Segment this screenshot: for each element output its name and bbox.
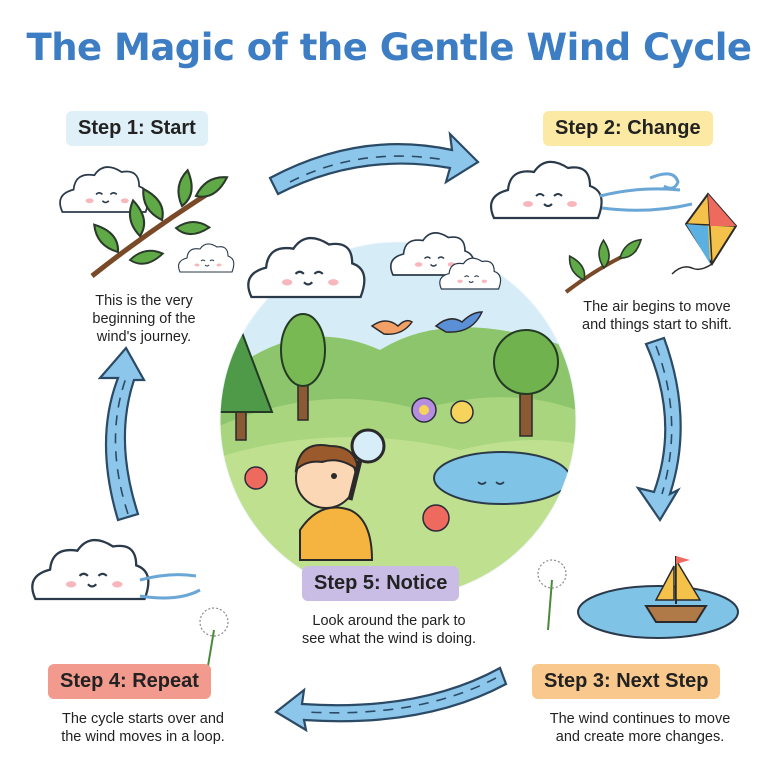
step-4-label: Step 4: Repeat [48,664,211,699]
kite-icon [671,192,738,275]
dandelion-icon [199,607,229,667]
leaf-branch-icon [564,238,646,294]
cloud-icon [489,160,603,220]
bird-icon [370,311,484,335]
park-scene [220,242,576,598]
step-1-label: Step 1: Start [66,111,208,146]
step-1-description: This is the very beginning of the wind's… [92,293,196,345]
step-5-description: Look around the park to see what the win… [301,613,477,647]
arrow-step3-to-step4 [274,666,508,733]
page-title: The Magic of the Gentle Wind Cycle [26,26,752,69]
step-5-label: Step 5: Notice [302,566,460,601]
arrow-step1-to-step2 [268,130,480,196]
magnifying-glass-icon [347,428,386,501]
step-3-label: Step 3: Next Step [532,664,721,699]
child-explorer [294,444,374,561]
dandelion-icon [537,559,567,631]
sailboat-icon [644,556,708,623]
step-3-description: The wind continues to move and create mo… [549,711,731,745]
step-2-label: Step 2: Change [543,111,713,146]
arrow-step4-to-step1 [97,346,146,522]
arrow-step2-to-step3 [635,336,682,523]
leaf-branch-icon [90,168,231,278]
step-2-description: The air begins to move and things start … [582,299,732,333]
cycle-arrows [97,130,682,733]
step-4-description: The cycle starts over and the wind moves… [61,711,225,745]
cloud-icon [31,538,150,601]
flower-icon [244,397,474,532]
